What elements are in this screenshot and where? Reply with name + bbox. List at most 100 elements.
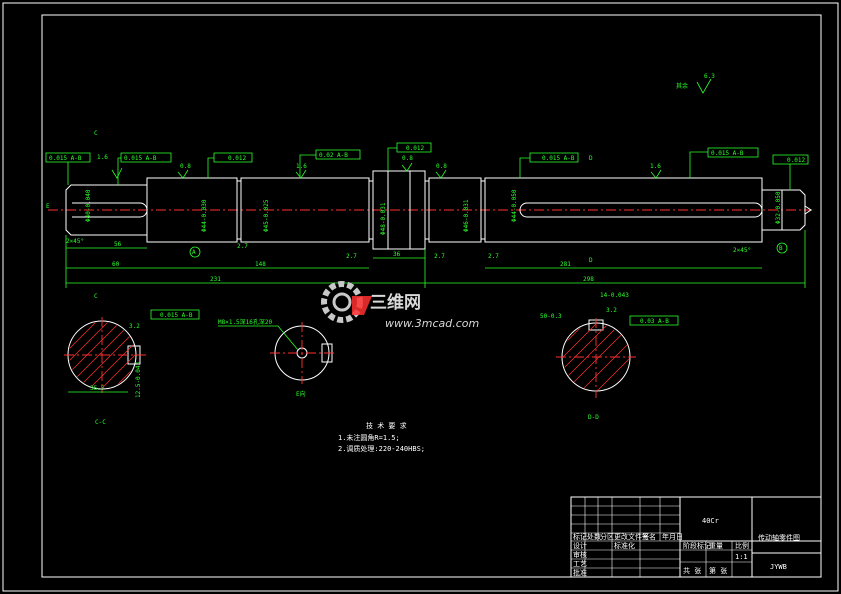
svg-text:签名: 签名: [642, 532, 656, 541]
tech-req-item: 2.调质处理:220-240HBS;: [338, 444, 425, 453]
svg-text:比例: 比例: [735, 541, 749, 550]
svg-text:标准化: 标准化: [614, 541, 635, 550]
svg-text:处数: 处数: [587, 532, 601, 541]
datum-a: [189, 246, 201, 258]
svg-text:12.5-0.043: 12.5-0.043: [135, 361, 142, 398]
dia-label-8: Φ32-0.050: [775, 191, 782, 224]
diameter-labels: Φ40-0.040 Φ44-0.030 Φ45-0.025 Φ48-0.031 …: [85, 189, 782, 235]
svg-text:2.7: 2.7: [237, 243, 248, 250]
svg-text:2.7: 2.7: [434, 253, 445, 260]
svg-text:M8×1.5深16孔深20: M8×1.5深16孔深20: [218, 318, 273, 326]
roughness-marks: 1.6 0.8 1.6 0.8 0.8 1.6: [97, 154, 662, 179]
part-name-label: 传动轴零件图: [758, 533, 800, 542]
svg-text:0.03 A-B: 0.03 A-B: [640, 318, 669, 325]
svg-text:50-0.3: 50-0.3: [540, 313, 562, 320]
svg-text:更改文件号: 更改文件号: [614, 532, 649, 541]
keyway-right: [519, 202, 763, 218]
section-dd: 50-0.3 14-0.043 0.03 A-B 3.2 D-D: [540, 292, 679, 421]
svg-text:批准: 批准: [573, 568, 587, 577]
svg-text:工艺: 工艺: [573, 560, 587, 568]
svg-text:1.6: 1.6: [650, 163, 661, 170]
svg-text:共 张: 共 张: [683, 566, 701, 575]
shaft-seg-end: [761, 189, 806, 231]
shaft-seg-5: [428, 177, 482, 243]
svg-text:标记: 标记: [573, 532, 587, 541]
tol-4: 0.012: [406, 145, 424, 152]
view-mark-e: E: [46, 203, 50, 210]
section-mark-c-bottom: C: [94, 293, 98, 300]
svg-text:1.6: 1.6: [97, 154, 108, 161]
tol-7: 0.012: [787, 157, 805, 164]
svg-text:36: 36: [393, 251, 401, 258]
section-cc-label: C-C: [95, 419, 106, 426]
tolerance-frames: 0.015 A-B 0.015 A-B 0.012 0.02 A-B 0.012…: [45, 142, 809, 165]
svg-text:3.2: 3.2: [129, 323, 140, 330]
section-cc: 35.5 12.5-0.043 0.015 A-B 3.2 C-C: [64, 309, 200, 426]
svg-text:2.7: 2.7: [346, 253, 357, 260]
svg-text:1:1: 1:1: [735, 553, 748, 561]
tol-8: 0.015 A-B: [711, 150, 744, 157]
logo-text: 三维网: [370, 292, 421, 313]
dia-label-1: Φ40-0.040: [85, 189, 92, 222]
shaft-main-view: [48, 170, 812, 250]
svg-text:年月日: 年月日: [662, 532, 683, 541]
material-label: 40Cr: [702, 517, 719, 525]
dia-label-3: Φ45-0.025: [263, 199, 270, 232]
svg-text:阶段标记: 阶段标记: [683, 541, 711, 550]
svg-text:审核: 审核: [573, 550, 587, 559]
svg-text:0.015 A-B: 0.015 A-B: [160, 312, 193, 319]
svg-text:第 张: 第 张: [709, 566, 727, 575]
svg-text:2.7: 2.7: [488, 253, 499, 260]
dia-label-4: Φ48-0.031: [380, 202, 387, 235]
dia-label-7: Φ44-0.050: [511, 189, 518, 222]
inner-border: [41, 14, 822, 578]
svg-text:2×45°: 2×45°: [66, 238, 84, 245]
svg-text:3.2: 3.2: [606, 307, 617, 314]
svg-text:2×45°: 2×45°: [733, 247, 751, 254]
drawing-code: JYWB: [770, 563, 787, 571]
svg-text:35.5: 35.5: [90, 385, 105, 392]
svg-text:0.8: 0.8: [402, 155, 413, 162]
dia-label-6: Φ46-0.031: [463, 199, 470, 232]
center-hole: [804, 205, 812, 215]
view-e: M8×1.5深16孔深20 E向: [218, 318, 334, 398]
view-e-label: E向: [296, 390, 306, 398]
dia-label-2: Φ44-0.030: [201, 199, 208, 232]
svg-text:14-0.043: 14-0.043: [600, 292, 629, 299]
logo-url: www.3mcad.com: [385, 317, 479, 330]
section-mark-c-top: C: [94, 130, 98, 137]
tol-5: 0.02 A-B: [319, 152, 348, 159]
svg-text:分区: 分区: [600, 532, 614, 541]
svg-text:0.8: 0.8: [436, 163, 447, 170]
svg-text:0.8: 0.8: [180, 163, 191, 170]
svg-text:重量: 重量: [709, 542, 723, 550]
length-dimensions: 56 2×45° 60 148 231 298 281 36 2.7 2.7 2…: [65, 230, 806, 288]
section-dd-label: D-D: [588, 414, 599, 421]
tech-req-heading: 技 术 要 求: [366, 421, 407, 430]
svg-text:281: 281: [560, 261, 571, 268]
logo-watermark: 三维网 www.3mcad.com: [321, 281, 479, 330]
title-block: 标记 处数 分区 更改文件号 签名 年月日 设计 标准化 阶段标记 重量 比例 …: [570, 496, 822, 578]
svg-text:231: 231: [210, 276, 221, 283]
svg-text:B: B: [779, 245, 783, 252]
tol-1: 0.015 A-B: [49, 155, 82, 162]
tech-requirements: 技 术 要 求 1.未注圆角R=1.5; 2.调质处理:220-240HBS;: [338, 421, 425, 453]
svg-text:148: 148: [255, 261, 266, 268]
svg-text:设计: 设计: [573, 541, 587, 550]
tol-2: 0.012: [228, 155, 246, 162]
svg-text:56: 56: [114, 241, 122, 248]
roughness-note-value: 6.3: [704, 73, 715, 80]
roughness-symbol: [696, 78, 712, 94]
tol-6: 0.015 A-B: [542, 155, 575, 162]
tech-req-item: 1.未注圆角R=1.5;: [338, 433, 400, 442]
section-mark-d-top: D: [589, 155, 593, 162]
svg-text:1.6: 1.6: [296, 163, 307, 170]
svg-text:A: A: [192, 249, 196, 256]
svg-text:60: 60: [112, 261, 120, 268]
svg-text:298: 298: [583, 276, 594, 283]
section-mark-d-bottom: D: [589, 257, 593, 264]
roughness-note-label: 其余: [676, 82, 688, 90]
tol-3: 0.015 A-B: [124, 155, 157, 162]
